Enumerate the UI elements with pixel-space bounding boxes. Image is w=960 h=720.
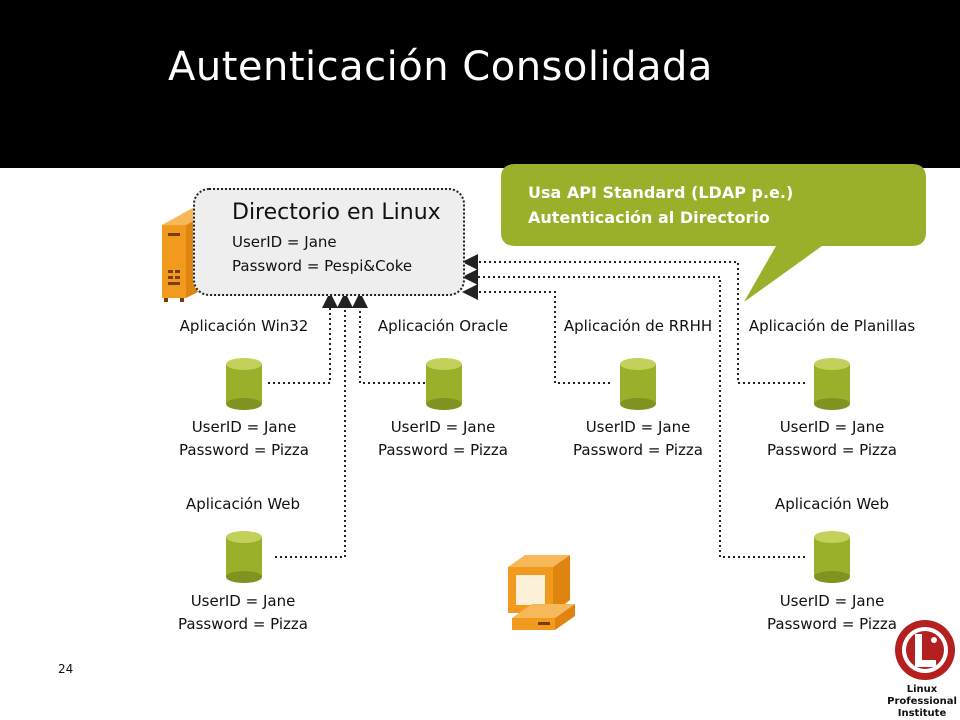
userid-text: UserID = Jane — [191, 418, 297, 436]
password-text: Password = Pizza — [178, 615, 308, 633]
app-label-rrhh: Aplicación de RRHH — [563, 317, 713, 335]
database-icon-web-left — [226, 531, 262, 583]
connector-oracle — [352, 292, 425, 384]
credentials-planillas: UserID = Jane Password = Pizza — [767, 416, 897, 462]
directory-userid: UserID = Jane — [232, 233, 337, 251]
userid-text: UserID = Jane — [779, 418, 885, 436]
credentials-rrhh: UserID = Jane Password = Pizza — [573, 416, 703, 462]
credentials-web-left: UserID = Jane Password = Pizza — [178, 590, 308, 636]
callout-line-2: Autenticación al Directorio — [528, 208, 770, 227]
password-text: Password = Pizza — [767, 615, 897, 633]
lpi-line-2: Professional — [887, 696, 957, 707]
password-text: Password = Pizza — [378, 441, 508, 459]
userid-text: UserID = Jane — [779, 592, 885, 610]
database-icon-oracle — [426, 358, 462, 410]
page-number: 24 — [58, 662, 74, 676]
userid-text: UserID = Jane — [190, 592, 296, 610]
password-text: Password = Pizza — [573, 441, 703, 459]
callout-bubble — [501, 164, 926, 302]
directory-password: Password = Pespi&Coke — [232, 257, 413, 275]
database-icon-rrhh — [620, 358, 656, 410]
credentials-win32: UserID = Jane Password = Pizza — [179, 416, 309, 462]
connector-lines — [268, 254, 805, 558]
workstation-icon — [508, 555, 575, 630]
database-icon-web-right — [814, 531, 850, 583]
directory-title: Directorio en Linux — [232, 200, 441, 225]
lpi-logo-text: Linux Professional Institute — [887, 684, 957, 720]
lpi-line-1: Linux — [906, 684, 938, 695]
database-icon-planillas — [814, 358, 850, 410]
database-icon-win32 — [226, 358, 262, 410]
title-bar — [0, 0, 960, 168]
credentials-oracle: UserID = Jane Password = Pizza — [378, 416, 508, 462]
password-text: Password = Pizza — [179, 441, 309, 459]
connector-web-left — [275, 292, 353, 558]
slide-title: Autenticación Consolidada — [168, 44, 713, 90]
app-label-win32: Aplicación Win32 — [179, 317, 309, 335]
credentials-web-right: UserID = Jane Password = Pizza — [767, 590, 897, 636]
app-label-web-left: Aplicación Web — [185, 495, 301, 513]
userid-text: UserID = Jane — [585, 418, 691, 436]
connector-web-right — [462, 269, 805, 558]
lpi-logo — [895, 620, 955, 680]
app-label-oracle: Aplicación Oracle — [377, 317, 509, 335]
callout-line-1: Usa API Standard (LDAP p.e.) — [528, 183, 794, 202]
password-text: Password = Pizza — [767, 441, 897, 459]
connector-planillas — [462, 254, 805, 384]
app-label-web-right: Aplicación Web — [774, 495, 890, 513]
directory-box — [193, 188, 465, 296]
connector-rrhh — [462, 284, 610, 384]
connector-win32 — [268, 292, 338, 384]
userid-text: UserID = Jane — [390, 418, 496, 436]
app-label-planillas: Aplicación de Planillas — [748, 317, 916, 335]
lpi-line-3: Institute — [897, 708, 947, 719]
